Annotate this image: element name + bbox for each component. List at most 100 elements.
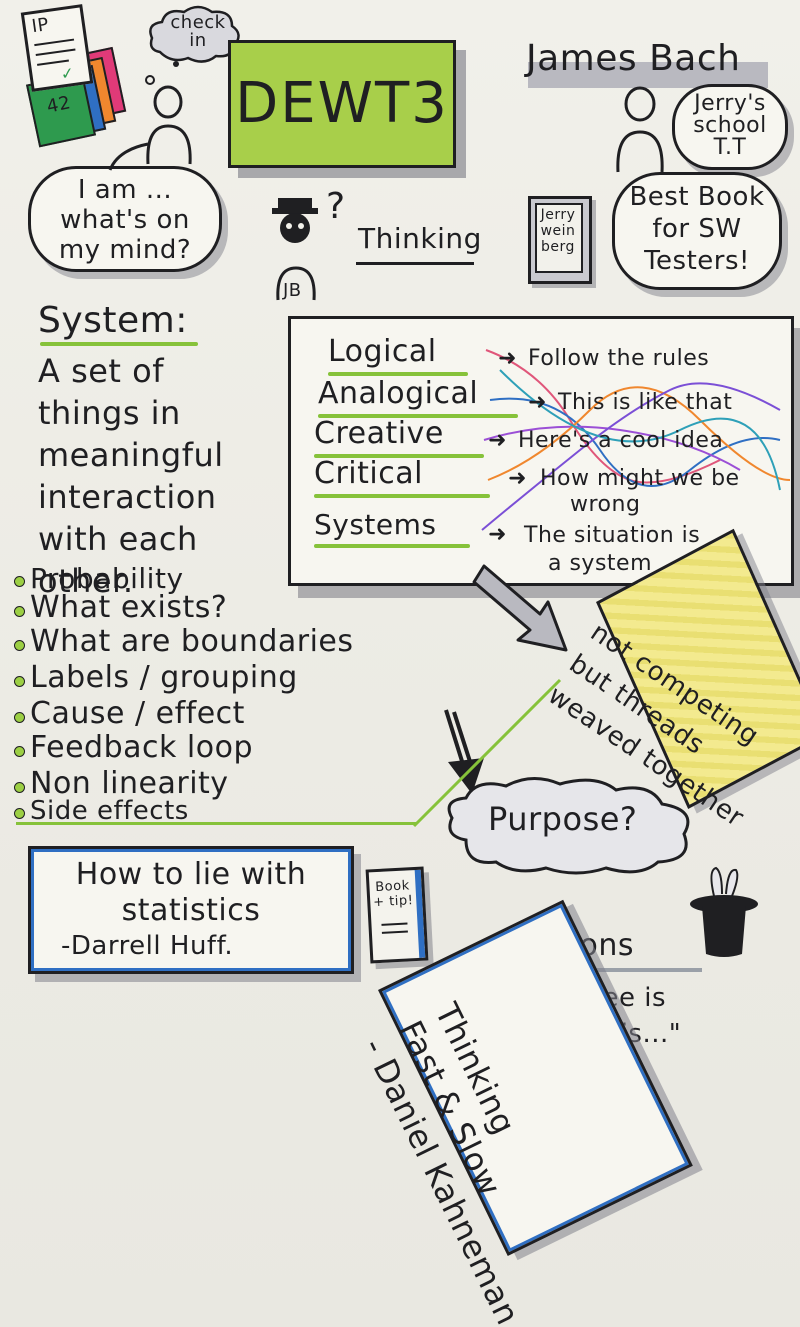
cloud-line-1: check xyxy=(170,12,226,33)
magic-hat-icon xyxy=(690,866,758,957)
bullet-dot xyxy=(14,676,25,687)
illusions-underline xyxy=(506,968,702,972)
system-heading: System: xyxy=(38,300,188,341)
bullet-dot xyxy=(14,576,25,587)
bullet-dot xyxy=(14,808,25,819)
cloud-line-2: in xyxy=(189,30,207,51)
jb-figure-icon xyxy=(272,198,318,301)
arrow-systems: ➜ xyxy=(488,522,507,547)
type-critical-underline xyxy=(314,494,490,498)
best-book-line-3: Testers! xyxy=(644,246,750,276)
title-box: DEWT3 xyxy=(228,40,456,168)
speaker-highlight xyxy=(528,62,768,88)
definition-line-6: other. xyxy=(38,562,134,600)
desc-critical-line-1: How might we be xyxy=(540,466,740,491)
bullet-cause-effect: Cause / effect xyxy=(30,696,245,731)
bullet-boundaries: What are boundaries xyxy=(30,624,354,659)
type-analogical: Analogical xyxy=(318,376,479,411)
bullet-side-effects: Side effects xyxy=(30,796,189,826)
type-logical: Logical xyxy=(328,334,437,369)
book-label-2: wein xyxy=(540,223,576,239)
jb-initials: JB xyxy=(283,280,302,301)
book-label-1: Jerry xyxy=(540,207,576,223)
best-book-line-1: Best Book xyxy=(629,182,765,212)
desc-critical-line-2: wrong xyxy=(570,492,641,517)
card-number: 42 xyxy=(44,92,73,118)
speech-line-3: T.T xyxy=(713,135,747,160)
desc-systems-line-2: a system xyxy=(548,551,653,576)
connector-lines xyxy=(412,678,562,828)
type-systems: Systems xyxy=(314,508,437,541)
stats-author: -Darrell Huff. xyxy=(61,931,234,961)
bullet-dot xyxy=(14,640,25,651)
bubble-line-2: what's on xyxy=(60,205,190,235)
definition-line-5: with each xyxy=(38,520,198,558)
weinberg-book-icon: Jerry wein berg xyxy=(528,196,592,284)
document-label: IP xyxy=(30,14,51,38)
stats-title-line-2: statistics xyxy=(121,893,261,928)
speech-bubble-right: Jerry's school T.T xyxy=(672,84,788,170)
bullet-dot xyxy=(14,746,25,757)
book-tip-line-2: + tip! xyxy=(372,893,414,911)
bullet-what-exists: What exists? xyxy=(30,590,228,625)
mind-bubble: I am ... what's on my mind? xyxy=(28,166,222,272)
check-icon: ✓ xyxy=(59,62,76,84)
kahneman-text: Thinking Fast & Slow - Daniel Kahneman xyxy=(355,997,600,1327)
speaker-name: James Bach xyxy=(526,38,741,79)
best-book-bubble: Best Book for SW Testers! xyxy=(612,172,782,290)
type-creative: Creative xyxy=(314,416,444,451)
bubble-line-1: I am ... xyxy=(77,175,173,205)
person-icon-left xyxy=(145,75,192,165)
type-logical-underline xyxy=(328,372,468,376)
system-bullets: Probability What exists? What are bounda… xyxy=(0,562,420,832)
arrow-logical: ➜ xyxy=(498,346,517,371)
bullets-underline xyxy=(16,822,416,825)
definition-line-1: A set of xyxy=(38,352,164,390)
purpose-cloud xyxy=(447,777,690,875)
bullet-labels: Labels / grouping xyxy=(30,660,298,695)
type-critical: Critical xyxy=(314,456,423,491)
stats-title-line-1: How to lie with xyxy=(75,857,307,892)
definition-line-3: meaningful xyxy=(38,436,224,474)
desc-critical: How might we be wrong xyxy=(540,466,740,518)
check-in-cloud xyxy=(149,5,240,67)
title-text: DEWT3 xyxy=(235,71,449,136)
definition-line-2: things in xyxy=(38,394,181,432)
arrow-creative: ➜ xyxy=(488,428,507,453)
bullet-dot xyxy=(14,782,25,793)
type-systems-underline xyxy=(314,544,470,548)
statistics-book-box: How to lie with statistics -Darrell Huff… xyxy=(28,846,354,974)
check-in-text: check in xyxy=(168,14,228,50)
definition-line-4: interaction xyxy=(38,478,217,516)
question-mark: ? xyxy=(326,186,346,227)
arrow-analogical: ➜ xyxy=(528,390,547,415)
arrow-critical: ➜ xyxy=(508,466,527,491)
desc-logical: Follow the rules xyxy=(528,346,710,371)
desc-analogical: This is like that xyxy=(558,390,733,415)
purpose-text: Purpose? xyxy=(488,800,638,838)
system-heading-underline xyxy=(40,342,198,346)
thinking-underline xyxy=(356,262,474,265)
colored-threads xyxy=(481,349,791,531)
thinking-label: Thinking xyxy=(358,222,482,255)
person-icon-right xyxy=(616,86,664,173)
bubble-tail xyxy=(108,142,149,171)
document-icon: IP ✓ xyxy=(20,4,94,92)
type-analogical-underline xyxy=(318,414,518,418)
desc-systems-line-1: The situation is xyxy=(524,523,701,548)
system-definition: A set of things in meaningful interactio… xyxy=(38,350,278,602)
book-label-3: berg xyxy=(541,239,575,255)
best-book-line-2: for SW xyxy=(652,214,742,244)
bullet-nonlinearity: Non linearity xyxy=(30,766,229,801)
big-arrow-icon xyxy=(472,564,568,652)
bullet-feedback: Feedback loop xyxy=(30,730,253,765)
bullet-dot xyxy=(14,606,25,617)
desc-creative: Here's a cool idea xyxy=(518,428,724,453)
bullet-probability: Probability xyxy=(30,562,184,595)
desc-systems: The situation is a system xyxy=(524,522,700,578)
speech-line-1: Jerry's xyxy=(694,91,766,116)
type-creative-underline xyxy=(314,454,484,458)
book-tip-icon: Book + tip! xyxy=(365,866,429,964)
speech-line-2: school xyxy=(693,113,767,138)
